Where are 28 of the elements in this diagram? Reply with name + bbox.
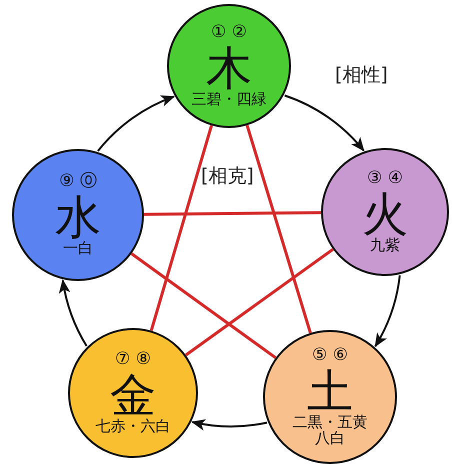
- connector-line: [246, 124, 312, 334]
- star-label: 七赤・六白: [96, 419, 170, 435]
- element-character: 金: [110, 370, 156, 420]
- number-label: ① ②: [211, 24, 247, 42]
- star-label: 八白: [315, 431, 345, 447]
- relation-label: [相性]: [335, 63, 388, 88]
- relation-label: [相克]: [201, 164, 254, 189]
- element-character: 火: [362, 190, 408, 238]
- connector-line: [150, 125, 213, 332]
- element-character: 土: [307, 367, 353, 416]
- connector-line: [130, 252, 277, 360]
- star-label: 一白: [63, 241, 93, 257]
- number-label: ⑤ ⑥: [312, 347, 348, 366]
- arrow: [191, 418, 268, 430]
- element-character: 木: [206, 44, 252, 92]
- number-label: ③ ④: [367, 170, 403, 188]
- connector-line: [144, 211, 322, 216]
- arrow: [97, 96, 175, 152]
- arrow: [374, 275, 401, 348]
- arrow: [284, 94, 364, 152]
- star-label: 三碧・四緑: [192, 92, 266, 108]
- connector-line: [184, 248, 334, 356]
- star-label: 九紫: [370, 238, 400, 254]
- element-character: 水: [55, 192, 101, 242]
- number-label: ⑦ ⑧: [115, 351, 151, 369]
- number-label: ⑨ ⓪: [59, 173, 97, 191]
- star-label: 二黒・五黄: [292, 415, 368, 432]
- arrow: [60, 279, 88, 346]
